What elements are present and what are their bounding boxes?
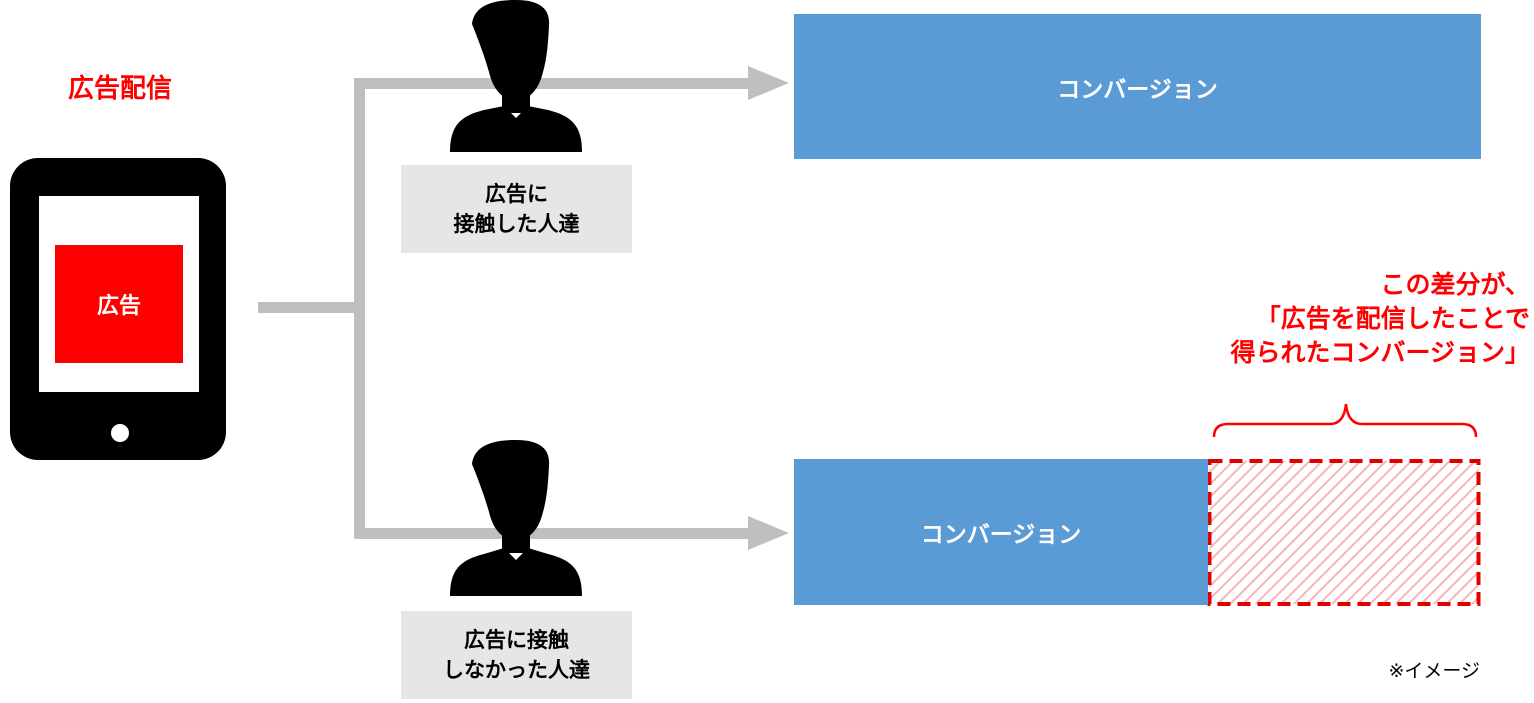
difference-note: この差分が、 「広告を配信したことで 得られたコンバージョン」 xyxy=(1100,268,1530,370)
unexposed-group-label-line: 広告に接触 xyxy=(464,628,569,652)
difference-note-line: 「広告を配信したことで xyxy=(1255,304,1530,333)
curly-brace-icon xyxy=(1212,403,1478,438)
unexposed-conversion-label: コンバージョン xyxy=(920,522,1082,548)
person-silhouette-icon xyxy=(450,440,582,596)
ad-delivery-title: 広告配信 xyxy=(67,74,172,104)
tablet-icon: 広告 xyxy=(10,158,226,460)
exposed-conversion-label: コンバージョン xyxy=(1057,76,1218,103)
ad-box: 広告 xyxy=(55,245,183,363)
exposed-conversion-bar: コンバージョン xyxy=(794,14,1481,159)
unexposed-conversion-bar: コンバージョン xyxy=(794,459,1208,605)
difference-note-line: 得られたコンバージョン」 xyxy=(1230,338,1530,367)
person-silhouette-icon xyxy=(450,0,582,152)
exposed-group-label-line: 広告に xyxy=(485,182,548,206)
image-footnote: ※イメージ xyxy=(1388,660,1480,682)
tablet-screen: 広告 xyxy=(39,196,199,392)
arrow-right-icon xyxy=(748,516,789,550)
exposed-group-label: 広告に 接触した人達 xyxy=(401,165,632,253)
conversion-difference-area xyxy=(1207,459,1481,606)
unexposed-group-label-line: しなかった人達 xyxy=(443,658,590,682)
arrow-right-icon xyxy=(748,66,789,100)
exposed-group-label-line: 接触した人達 xyxy=(453,212,580,236)
unexposed-group-label: 広告に接触 しなかった人達 xyxy=(401,611,632,699)
tablet-home-button xyxy=(111,424,129,442)
connector-lines xyxy=(258,78,754,539)
difference-note-line: この差分が、 xyxy=(1380,270,1530,299)
